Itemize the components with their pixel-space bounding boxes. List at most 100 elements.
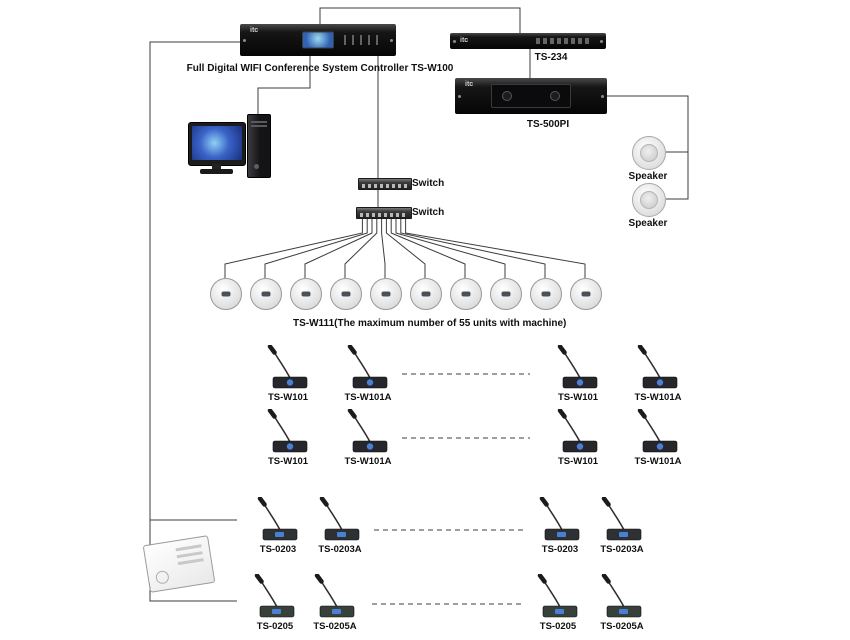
mic-graphic — [267, 344, 308, 389]
ts234-label: TS-234 — [534, 52, 568, 63]
network-switch-1 — [358, 178, 412, 190]
wire — [385, 217, 426, 278]
speaker-2 — [632, 183, 666, 217]
wire — [605, 95, 689, 200]
speaker-1-label: Speaker — [628, 171, 668, 182]
switch-1-label: Switch — [412, 178, 445, 189]
mic-label: TS-0205 — [256, 621, 294, 632]
monitor-stand-base — [200, 169, 233, 174]
conference-mic-0203 — [311, 496, 369, 543]
mic-label: TS-0203A — [318, 544, 362, 555]
wifi-ceiling-unit — [410, 278, 442, 310]
wifi-ceiling-unit — [570, 278, 602, 310]
mic-graphic — [319, 496, 360, 541]
conference-mic-0205 — [306, 573, 364, 620]
mic-label: TS-0203 — [541, 544, 579, 555]
mic-label: TS-0203 — [259, 544, 297, 555]
ts500pi-label: TS-500PI — [526, 119, 570, 130]
mic-label: TS-W101 — [267, 456, 309, 467]
mic-graphic — [537, 573, 578, 618]
wire — [264, 217, 368, 278]
mic-graphic — [257, 496, 298, 541]
wifi-ceiling-unit — [450, 278, 482, 310]
brand-logo: itc — [460, 37, 469, 44]
controller-knobs — [344, 35, 378, 45]
amplifier-panel — [491, 84, 571, 108]
conference-mic-w101 — [629, 408, 687, 455]
mic-graphic — [314, 573, 355, 618]
mic-label: TS-W101 — [557, 392, 599, 403]
conference-mic-0205 — [593, 573, 651, 620]
conference-mic-w101 — [259, 344, 317, 391]
ts234-ports — [536, 38, 592, 44]
mic-graphic — [539, 496, 580, 541]
wifi-ceiling-unit — [330, 278, 362, 310]
conference-mic-w101 — [629, 344, 687, 391]
power-supply-unit — [142, 535, 216, 593]
mic-graphic — [267, 408, 308, 453]
wire — [390, 217, 466, 278]
mic-label: TS-W101 — [267, 392, 309, 403]
wifi-row-label: TS-W111(The maximum number of 55 units w… — [293, 318, 567, 329]
wire — [400, 217, 546, 278]
conference-mic-w101 — [339, 344, 397, 391]
switch-2-label: Switch — [412, 207, 445, 218]
network-switch-2 — [356, 207, 412, 219]
conference-mic-0203 — [249, 496, 307, 543]
mic-label: TS-W101A — [634, 392, 682, 403]
switch-ports — [360, 213, 408, 217]
wire — [405, 217, 586, 278]
wifi-ceiling-unit — [370, 278, 402, 310]
mic-label: TS-W101A — [634, 456, 682, 467]
ts500pi-device: itc — [455, 78, 607, 114]
switch-ports — [362, 184, 408, 188]
conference-mic-0205 — [246, 573, 304, 620]
mic-graphic — [637, 344, 678, 389]
wire — [149, 41, 240, 602]
conference-mic-w101 — [339, 408, 397, 455]
mic-label: TS-W101 — [557, 456, 599, 467]
wire — [257, 56, 311, 114]
mic-label: TS-W101A — [344, 456, 392, 467]
wifi-ceiling-unit — [530, 278, 562, 310]
controller-screen — [302, 31, 334, 49]
mic-label: TS-0205A — [313, 621, 357, 632]
mic-graphic — [637, 408, 678, 453]
wire — [381, 217, 386, 278]
monitor-screen — [192, 126, 242, 160]
wifi-ceiling-unit — [210, 278, 242, 310]
mic-graphic — [347, 344, 388, 389]
conference-mic-0203 — [593, 496, 651, 543]
mic-graphic — [254, 573, 295, 618]
wire — [224, 217, 363, 278]
wifi-ceiling-unit — [250, 278, 282, 310]
ts234-device: itc — [450, 33, 606, 49]
mic-graphic — [557, 408, 598, 453]
computer-tower — [247, 114, 271, 178]
mic-label: TS-0203A — [600, 544, 644, 555]
conference-mic-0203 — [531, 496, 589, 543]
conference-mic-w101 — [549, 344, 607, 391]
speaker-2-label: Speaker — [628, 218, 668, 229]
mic-label: TS-0205A — [600, 621, 644, 632]
mic-graphic — [557, 344, 598, 389]
wire — [319, 7, 521, 33]
mic-label: TS-0205 — [539, 621, 577, 632]
computer-monitor — [188, 122, 246, 166]
brand-logo: itc — [250, 27, 259, 34]
controller-label: Full Digital WIFI Conference System Cont… — [186, 63, 454, 74]
wire — [395, 217, 506, 278]
monitor-stand — [212, 164, 221, 170]
mic-graphic — [601, 496, 642, 541]
mic-label: TS-W101A — [344, 392, 392, 403]
wire — [344, 217, 378, 278]
wire — [304, 217, 373, 278]
mic-graphic — [601, 573, 642, 618]
speaker-1 — [632, 136, 666, 170]
mic-graphic — [347, 408, 388, 453]
controller-device: itc — [240, 24, 396, 56]
brand-logo: itc — [465, 81, 474, 88]
wifi-ceiling-unit — [490, 278, 522, 310]
